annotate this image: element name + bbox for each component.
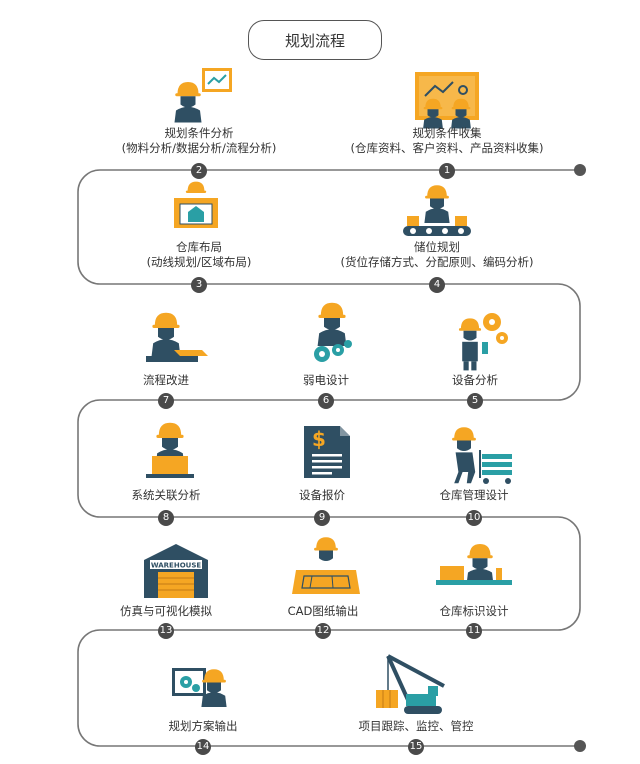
step-10-label: 仓库管理设计: [440, 488, 509, 503]
step-3-label: 仓库布局(动线规划/区域布局): [147, 240, 252, 270]
step-number-badge: 12: [315, 623, 331, 639]
step-number-badge: 9: [314, 510, 330, 526]
step-subtitle: (物料分析/数据分析/流程分析): [121, 141, 277, 155]
warehouse-icon: WAREHOUSE: [144, 544, 208, 598]
step-title: 弱电设计: [303, 373, 349, 387]
step-number-badge: 3: [191, 277, 207, 293]
pallet-cart-icon: [452, 427, 512, 484]
step-number-badge: 11: [466, 623, 482, 639]
step-title: 仓库标识设计: [439, 604, 509, 618]
step-title: 储位规划: [413, 240, 460, 254]
step-subtitle: (货位存储方式、分配原则、编码分析): [340, 255, 534, 269]
step-4-label: 储位规划(货位存储方式、分配原则、编码分析): [341, 240, 534, 270]
step-15-label: 项目跟踪、监控、管控: [359, 719, 474, 734]
drafting-icon: [146, 312, 208, 362]
crane-icon: [376, 654, 445, 714]
step-5-label: 设备分析: [452, 373, 498, 388]
flow-end-dot: [574, 740, 586, 752]
step-14-label: 规划方案输出: [169, 719, 238, 734]
cad-drawing-icon: [292, 537, 360, 594]
presentation-icon: [172, 668, 227, 707]
warehouse-sign-text: WAREHOUSE: [151, 562, 202, 570]
step-title: 仿真与可视化模拟: [120, 604, 212, 618]
step-2-label: 规划条件分析(物料分析/数据分析/流程分析): [122, 126, 277, 156]
step-subtitle: (仓库资料、客户资料、产品资料收集): [350, 141, 544, 155]
step-subtitle: (动线规划/区域布局): [146, 255, 252, 269]
step-13-label: 仿真与可视化模拟: [120, 604, 212, 619]
svg-text:$: $: [312, 427, 326, 451]
step-8-label: 系统关联分析: [132, 488, 201, 503]
blueprint-icon: [174, 181, 218, 228]
flow-path: [77, 169, 581, 747]
step-number-badge: 6: [318, 393, 334, 409]
step-number-badge: 13: [158, 623, 174, 639]
step-7-label: 流程改进: [143, 373, 189, 388]
flow-start-dot: [574, 164, 586, 176]
step-title: 规划条件收集: [412, 126, 482, 140]
desk-worker-icon: [436, 544, 512, 585]
step-number-badge: 10: [466, 510, 482, 526]
step-title: 规划方案输出: [168, 719, 238, 733]
step-number-badge: 8: [158, 510, 174, 526]
step-11-label: 仓库标识设计: [440, 604, 509, 619]
analysis-screen-icon: [174, 68, 232, 123]
step-number-badge: 1: [439, 163, 455, 179]
step-1-label: 规划条件收集(仓库资料、客户资料、产品资料收集): [351, 126, 544, 156]
step-title: 流程改进: [143, 373, 189, 387]
quote-document-icon: $: [304, 426, 350, 478]
step-title: 系统关联分析: [131, 488, 201, 502]
step-title: 仓库管理设计: [439, 488, 509, 502]
board-meeting-icon: [415, 72, 479, 129]
gears-worker-icon: [458, 313, 508, 371]
step-title: 仓库布局: [175, 240, 222, 254]
step-number-badge: 15: [408, 739, 424, 755]
step-6-label: 弱电设计: [303, 373, 349, 388]
step-9-label: 设备报价: [299, 488, 345, 503]
laptop-worker-icon: [146, 422, 194, 478]
step-number-badge: 14: [195, 739, 211, 755]
step-title: CAD图纸输出: [287, 604, 359, 618]
step-number-badge: 4: [429, 277, 445, 293]
page-title: 规划流程: [248, 20, 382, 60]
electrician-icon: [314, 302, 352, 362]
step-title: 设备分析: [452, 373, 498, 387]
step-number-badge: 2: [191, 163, 207, 179]
step-title: 项目跟踪、监控、管控: [358, 719, 474, 733]
step-title: 规划条件分析: [164, 126, 234, 140]
step-12-label: CAD图纸输出: [288, 604, 359, 619]
step-title: 设备报价: [299, 488, 345, 502]
step-number-badge: 5: [467, 393, 483, 409]
conveyor-icon: [403, 185, 471, 236]
step-number-badge: 7: [158, 393, 174, 409]
